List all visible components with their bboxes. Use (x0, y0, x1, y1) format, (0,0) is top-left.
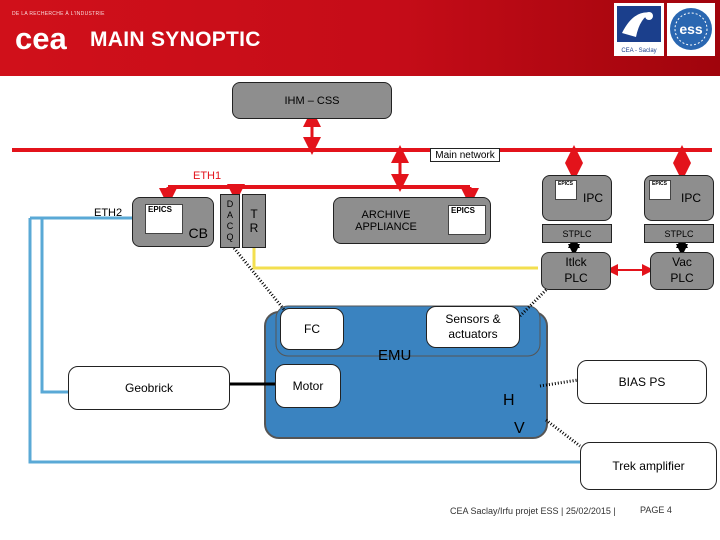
fc-box: FC (280, 308, 344, 350)
main-network-label: Main network (435, 149, 495, 161)
ihm-css-box: IHM – CSS (232, 82, 392, 119)
epics-badge-archive: EPICS (448, 205, 486, 235)
cea-tagline: DE LA RECHERCHE À L'INDUSTRIE (12, 11, 105, 17)
bias-cable (539, 378, 579, 388)
ipc1-label: IPC (582, 191, 603, 205)
eth2-label: ETH2 (94, 207, 123, 219)
trek-amplifier-box: Trek amplifier (580, 442, 717, 490)
irfu-logo-text: CEA - Saclay (621, 48, 656, 54)
cea-logo: cea (15, 22, 67, 56)
tr-box: T R (242, 194, 266, 248)
cea-logo-text: cea (15, 22, 67, 56)
h-label: H (503, 392, 515, 409)
cb-label: CB (188, 225, 208, 241)
footer-text: CEA Saclay/Irfu projet ESS | 25/02/2015 … (450, 506, 616, 516)
vac-plc-box: Vac PLC (650, 252, 714, 290)
bias-ps-label: BIAS PS (618, 375, 666, 389)
header-bar (0, 0, 720, 76)
daq-box: D A C Q (220, 194, 240, 248)
ihm-css-label: IHM – CSS (284, 94, 340, 107)
trek-line (28, 218, 580, 464)
stplc2-box: STPLC (644, 224, 714, 243)
ipc1-box: IPC (542, 175, 612, 221)
stplc2-label: STPLC (664, 228, 694, 239)
itlck-plc-box: Itlck PLC (541, 252, 611, 290)
itlck-plc-label: Itlck PLC (564, 255, 588, 285)
geobrick-box: Geobrick (68, 366, 230, 410)
sensors-plc-cable (518, 286, 550, 318)
stplc1-box: STPLC (542, 224, 612, 243)
ess-logo-text: ess (679, 21, 703, 37)
motor-label: Motor (292, 379, 324, 393)
motor-box: Motor (275, 364, 341, 408)
stplc1-label: STPLC (562, 228, 592, 239)
ipc2-label: IPC (680, 191, 701, 205)
trek-amplifier-label: Trek amplifier (612, 459, 685, 473)
v-label: V (514, 420, 525, 437)
trek-cable (545, 418, 581, 448)
daq-label: D A C Q (226, 199, 234, 242)
fc-label: FC (304, 322, 320, 336)
epics-badge-cb: EPICS (145, 204, 183, 234)
vac-plc-label: Vac PLC (670, 255, 694, 285)
eth1-label: ETH1 (193, 170, 222, 182)
geobrick-label: Geobrick (124, 381, 174, 395)
bias-ps-box: BIAS PS (577, 360, 707, 404)
archive-label: ARCHIVE APPLIANCE (355, 208, 417, 233)
emu-label: EMU (378, 347, 412, 364)
sensors-actuators-label: Sensors & actuators (445, 312, 501, 341)
tr-label: T R (249, 207, 259, 235)
sensors-actuators-box: Sensors & actuators (426, 306, 520, 348)
daq-fc-cable (232, 247, 288, 313)
yellow-bus (252, 247, 538, 270)
ess-logo: ess (667, 3, 715, 56)
page-title: MAIN SYNOPTIC (90, 28, 261, 51)
irfu-logo: CEA - Saclay (614, 3, 664, 56)
main-network-label-box: Main network (430, 148, 500, 162)
epics-badge-ipc1: EPICS (555, 180, 577, 200)
page-number: PAGE 4 (640, 505, 672, 515)
epics-badge-ipc2: EPICS (649, 180, 671, 200)
